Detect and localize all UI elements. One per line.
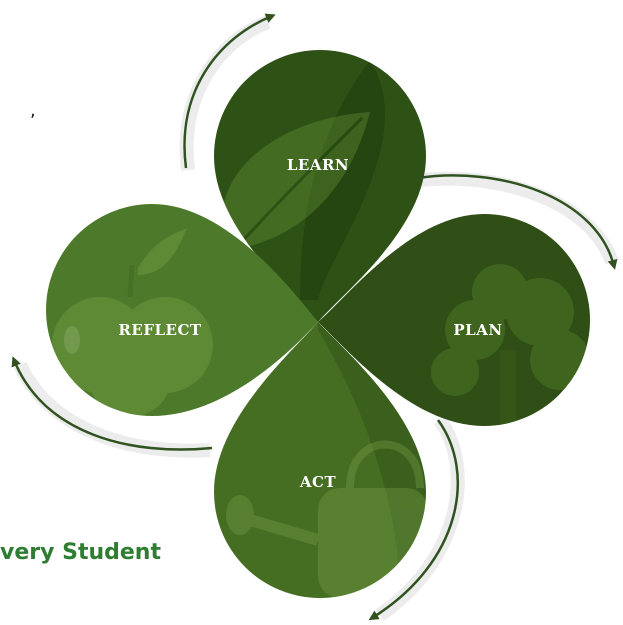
step-label-plan: PLAN (453, 321, 502, 339)
leaf-icon (222, 112, 370, 250)
arrow-act-to-reflect (368, 419, 459, 621)
petal-learn (214, 50, 426, 322)
petal-reflect (46, 204, 318, 416)
petal-act (214, 322, 426, 598)
arrow-track (419, 171, 619, 265)
arrow-reflect-to-learn (11, 356, 213, 451)
arrow-plan-to-act (417, 174, 618, 270)
step-label-act: ACT (299, 473, 337, 491)
cut-off-text-fragment: , (30, 100, 36, 121)
step-label-reflect: REFLECT (118, 321, 201, 339)
step-label-learn: LEARN (287, 156, 349, 174)
apple-icon (52, 225, 213, 416)
arrow-learn-to-plan (183, 13, 276, 169)
tree-icon (431, 264, 590, 426)
arrow-track (179, 15, 271, 171)
petal-plan (318, 214, 590, 426)
tagline: very Student (0, 540, 161, 565)
